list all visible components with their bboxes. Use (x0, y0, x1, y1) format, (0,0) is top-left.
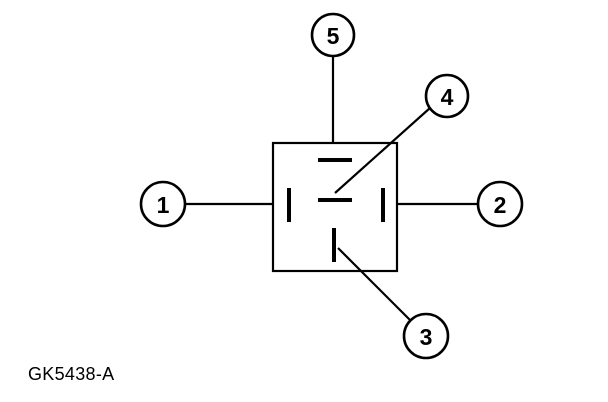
callout-4: 4 (424, 73, 470, 119)
callout-1: 1 (139, 180, 187, 228)
callout-4-circle (424, 73, 470, 119)
relay-housing (271, 141, 399, 273)
callout-2-circle (476, 180, 524, 228)
callout-2: 2 (476, 180, 524, 228)
leader-line-3 (337, 247, 411, 321)
callout-1-circle (139, 180, 187, 228)
callout-3: 3 (402, 312, 450, 360)
leader-line-4 (334, 107, 431, 194)
callout-5: 5 (310, 12, 356, 58)
callout-5-circle (310, 12, 356, 58)
callout-5-label: 5 (327, 23, 340, 49)
callout-4-label: 4 (441, 84, 454, 110)
callout-1-label: 1 (157, 192, 170, 218)
figure-id: GK5438-A (28, 364, 115, 384)
callout-2-label: 2 (494, 192, 507, 218)
callout-3-label: 3 (420, 324, 433, 350)
callout-3-circle (402, 312, 450, 360)
